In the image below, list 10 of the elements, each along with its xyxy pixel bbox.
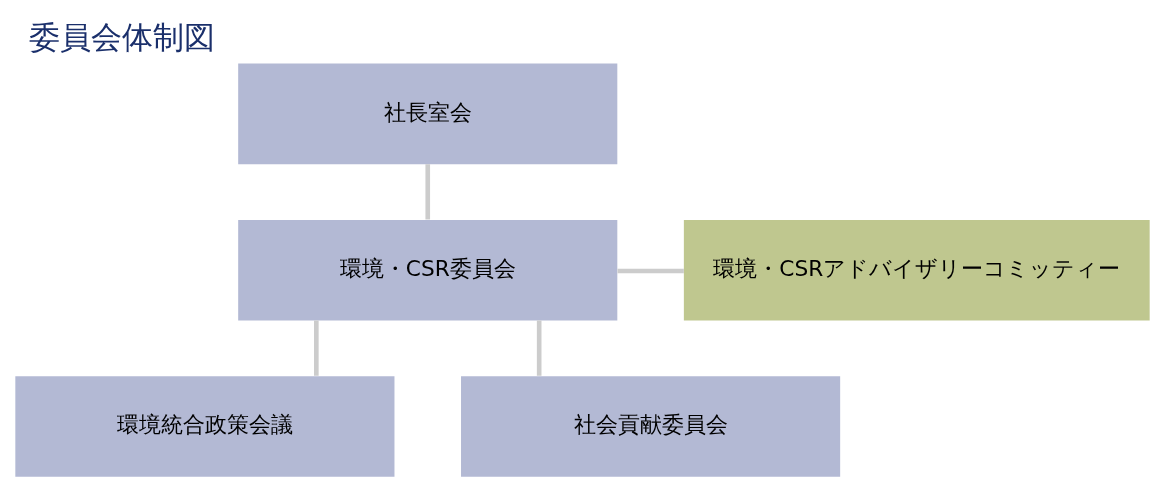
node-box: 環境・CSRアドバイザリーコミッティー (683, 219, 1150, 321)
connector (314, 320, 319, 376)
diagram-title: 委員会体制図 (29, 19, 216, 56)
node-box: 社長室会 (238, 63, 618, 165)
node-box: 環境統合政策会議 (15, 376, 395, 477)
connector (536, 320, 542, 376)
connector (617, 268, 684, 274)
connector (425, 164, 431, 220)
node-box: 社会貢献委員会 (461, 376, 841, 477)
node-box: 環境・CSR委員会 (238, 219, 618, 321)
